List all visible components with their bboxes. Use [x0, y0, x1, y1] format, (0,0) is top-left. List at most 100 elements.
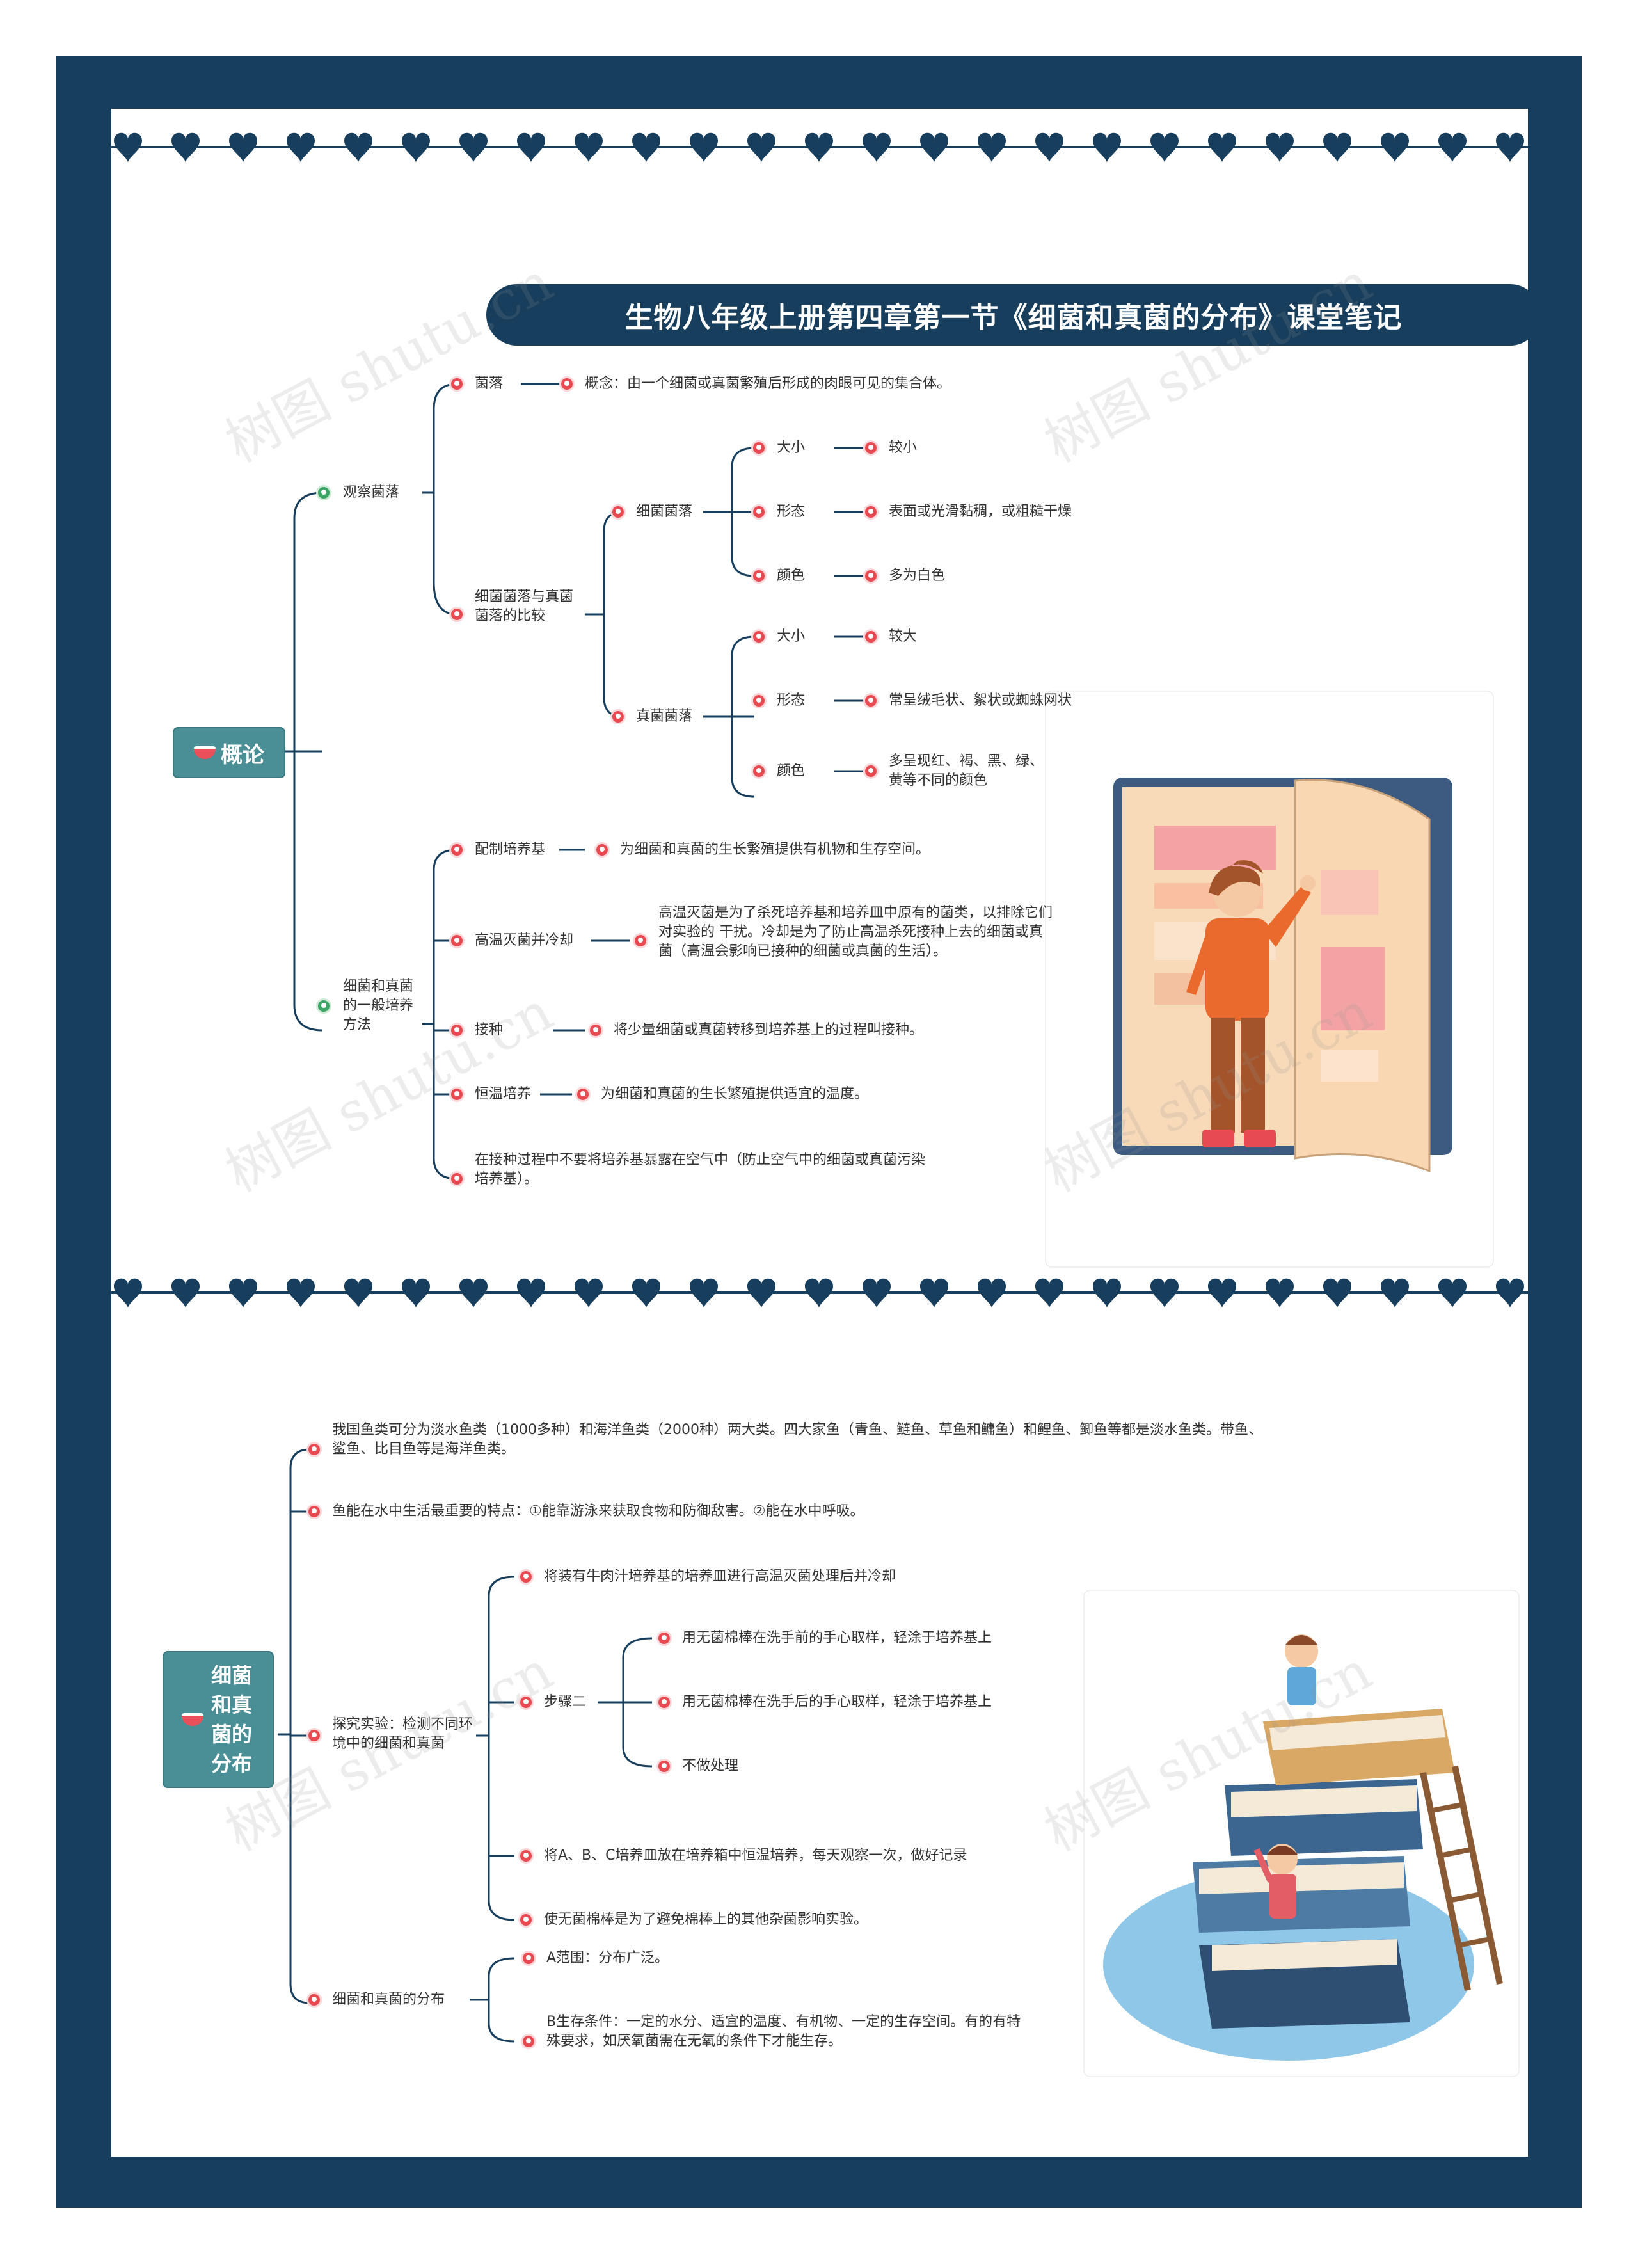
heart-icon: [517, 1278, 545, 1308]
heart-icon: [575, 132, 603, 163]
node-step4[interactable]: 恒温培养: [475, 1086, 532, 1102]
page-title: 生物八年级上册第四章第一节《细菌和真菌的分布》课堂笔记: [486, 284, 1528, 346]
node-fish-classes[interactable]: 我国鱼类可分为淡水鱼类（1000多种）和海洋鱼类（2000种）两大类。四大家鱼（…: [332, 1422, 1262, 1457]
value-f-color[interactable]: 多呈现红、褐、黑、绿、黄等不同的颜色: [889, 753, 1044, 788]
node-fish-features[interactable]: 鱼能在水中生活最重要的特点：①能靠游泳来获取食物和防御敌害。②能在水中呼吸。: [332, 1503, 864, 1519]
heart-icon: [402, 1278, 430, 1308]
node-colony-concept[interactable]: 概念：由一个细菌或真菌繁殖后形成的肉眼可见的集合体。: [585, 376, 951, 392]
heart-icon: [344, 132, 372, 163]
book-illustration: [1045, 691, 1494, 1268]
value-b-color[interactable]: 多为白色: [889, 568, 946, 584]
desc-step3[interactable]: 将少量细菌或真菌转移到培养基上的过程叫接种。: [614, 1022, 924, 1038]
leaf-icon: [863, 568, 879, 584]
node-experiment[interactable]: 探究实验：检测不同环境中的细菌和真菌: [332, 1716, 473, 1752]
node-colony[interactable]: 菌落: [475, 376, 504, 392]
leaf-icon: [518, 1912, 534, 1928]
node-dist-b[interactable]: B生存条件：一定的水分、适宜的温度、有机物、一定的生存空间。有的有特殊要求，如厌…: [546, 2014, 1021, 2049]
heart-icon: [1496, 132, 1524, 163]
heart-icon: [805, 132, 833, 163]
heart-icon: [114, 1278, 142, 1308]
node-fungi-colony[interactable]: 真菌菌落: [636, 708, 693, 724]
leaf-icon: [559, 376, 575, 392]
node-exp4[interactable]: 使无菌棉棒是为了避免棉棒上的其他杂菌影响实验。: [544, 1912, 868, 1928]
leaf-icon: [306, 1728, 322, 1743]
node-distribution[interactable]: 细菌和真菌的分布: [332, 1992, 445, 2008]
leaf-icon: [863, 440, 879, 456]
heart-icon: [747, 132, 775, 163]
heart-border-middle: [111, 1278, 1528, 1308]
leaf-icon: [751, 629, 767, 644]
leaf-icon: [518, 1695, 534, 1710]
desc-step1[interactable]: 为细菌和真菌的生长繁殖提供有机物和生存空间。: [620, 842, 930, 858]
node-exp-step2-a[interactable]: 用无菌棉棒在洗手前的手心取样，轻涂于培养基上: [682, 1630, 992, 1646]
heart-icon: [1438, 132, 1467, 163]
leaf-icon: [594, 842, 610, 858]
value-f-shape[interactable]: 常呈绒毛状、絮状或蜘蛛网状: [889, 692, 1072, 708]
node-b-size[interactable]: 大小: [777, 440, 806, 456]
node-exp-step2-c[interactable]: 不做处理: [682, 1758, 739, 1774]
heart-icon: [1035, 132, 1063, 163]
node-b-shape[interactable]: 形态: [777, 504, 806, 520]
node-exp1[interactable]: 将装有牛肉汁培养基的培养皿进行高温灭菌处理后并冷却: [544, 1569, 896, 1585]
node-f-shape[interactable]: 形态: [777, 692, 806, 708]
heart-icon: [1093, 1278, 1121, 1308]
heart-icon: [344, 1278, 372, 1308]
desc-step2[interactable]: 高温灭菌是为了杀死培养基和培养皿中原有的菌类，以排除它们对实验的 干扰。冷却是为…: [658, 905, 1053, 959]
leaf-icon: [518, 1848, 534, 1864]
root-node-distribution[interactable]: 细菌和真菌的分布: [163, 1651, 274, 1788]
heart-icon: [1150, 1278, 1179, 1308]
branch-culture-method[interactable]: 细菌和真菌的一般培养方法: [343, 978, 414, 1033]
value-f-size[interactable]: 较大: [889, 628, 918, 644]
node-f-size[interactable]: 大小: [777, 628, 806, 644]
leaf-icon: [306, 1992, 322, 2008]
node-step5[interactable]: 在接种过程中不要将培养基暴露在空气中（防止空气中的细菌或真菌污染培养基）。: [475, 1152, 926, 1187]
node-step3[interactable]: 接种: [475, 1022, 504, 1038]
heart-icon: [1438, 1278, 1467, 1308]
heart-icon: [287, 132, 315, 163]
value-b-size[interactable]: 较小: [889, 440, 918, 456]
leaf-icon: [863, 629, 879, 644]
heart-icon: [1381, 132, 1409, 163]
heart-icon: [1035, 1278, 1063, 1308]
node-compare[interactable]: 细菌菌落与真菌菌落的比较: [475, 589, 574, 624]
value-b-shape[interactable]: 表面或光滑黏稠，或粗糙干燥: [889, 504, 1072, 520]
node-exp-step2-b[interactable]: 用无菌棉棒在洗手后的手心取样，轻涂于培养基上: [682, 1694, 992, 1710]
desc-step4[interactable]: 为细菌和真菌的生长繁殖提供适宜的温度。: [601, 1086, 869, 1102]
heart-icon: [632, 132, 660, 163]
heart-icon: [920, 132, 948, 163]
node-step1[interactable]: 配制培养基: [475, 842, 546, 858]
heart-icon: [459, 132, 488, 163]
node-exp-step2[interactable]: 步骤二: [544, 1694, 587, 1710]
leaf-icon: [610, 504, 626, 520]
branch-observe-colony[interactable]: 观察菌落: [343, 484, 400, 500]
heart-icon: [978, 132, 1006, 163]
node-b-color[interactable]: 颜色: [777, 568, 806, 584]
leaf-icon: [449, 933, 465, 948]
leaf-icon: [449, 1023, 465, 1038]
leaf-icon: [518, 1569, 534, 1585]
heart-icon: [690, 132, 718, 163]
node-dist-a[interactable]: A范围：分布广泛。: [546, 1950, 669, 1966]
root-node-overview[interactable]: 概论: [173, 727, 285, 778]
heart-icon: [229, 132, 257, 163]
heart-icon: [863, 1278, 891, 1308]
frame-shadow: [70, 2189, 1575, 2208]
node-step2[interactable]: 高温灭菌并冷却: [475, 932, 574, 948]
heart-icon: [920, 1278, 948, 1308]
leaf-icon: [656, 1631, 672, 1646]
heart-icon: [1266, 132, 1294, 163]
decor-layer: [111, 132, 1528, 2077]
heart-icon: [1496, 1278, 1524, 1308]
heart-icon: [747, 1278, 775, 1308]
leaf-icon: [751, 504, 767, 520]
heart-icon: [1323, 1278, 1351, 1308]
leaf-icon: [306, 1504, 322, 1519]
leaf-icon: [610, 709, 626, 724]
heart-icon: [1208, 1278, 1236, 1308]
node-f-color[interactable]: 颜色: [777, 763, 806, 779]
heart-border-top: [111, 132, 1528, 163]
leaf-icon: [863, 693, 879, 708]
node-exp3[interactable]: 将A、B、C培养皿放在培养箱中恒温培养，每天观察一次，做好记录: [544, 1848, 967, 1864]
leaf-icon: [656, 1759, 672, 1774]
node-bacteria-colony[interactable]: 细菌菌落: [636, 504, 693, 520]
